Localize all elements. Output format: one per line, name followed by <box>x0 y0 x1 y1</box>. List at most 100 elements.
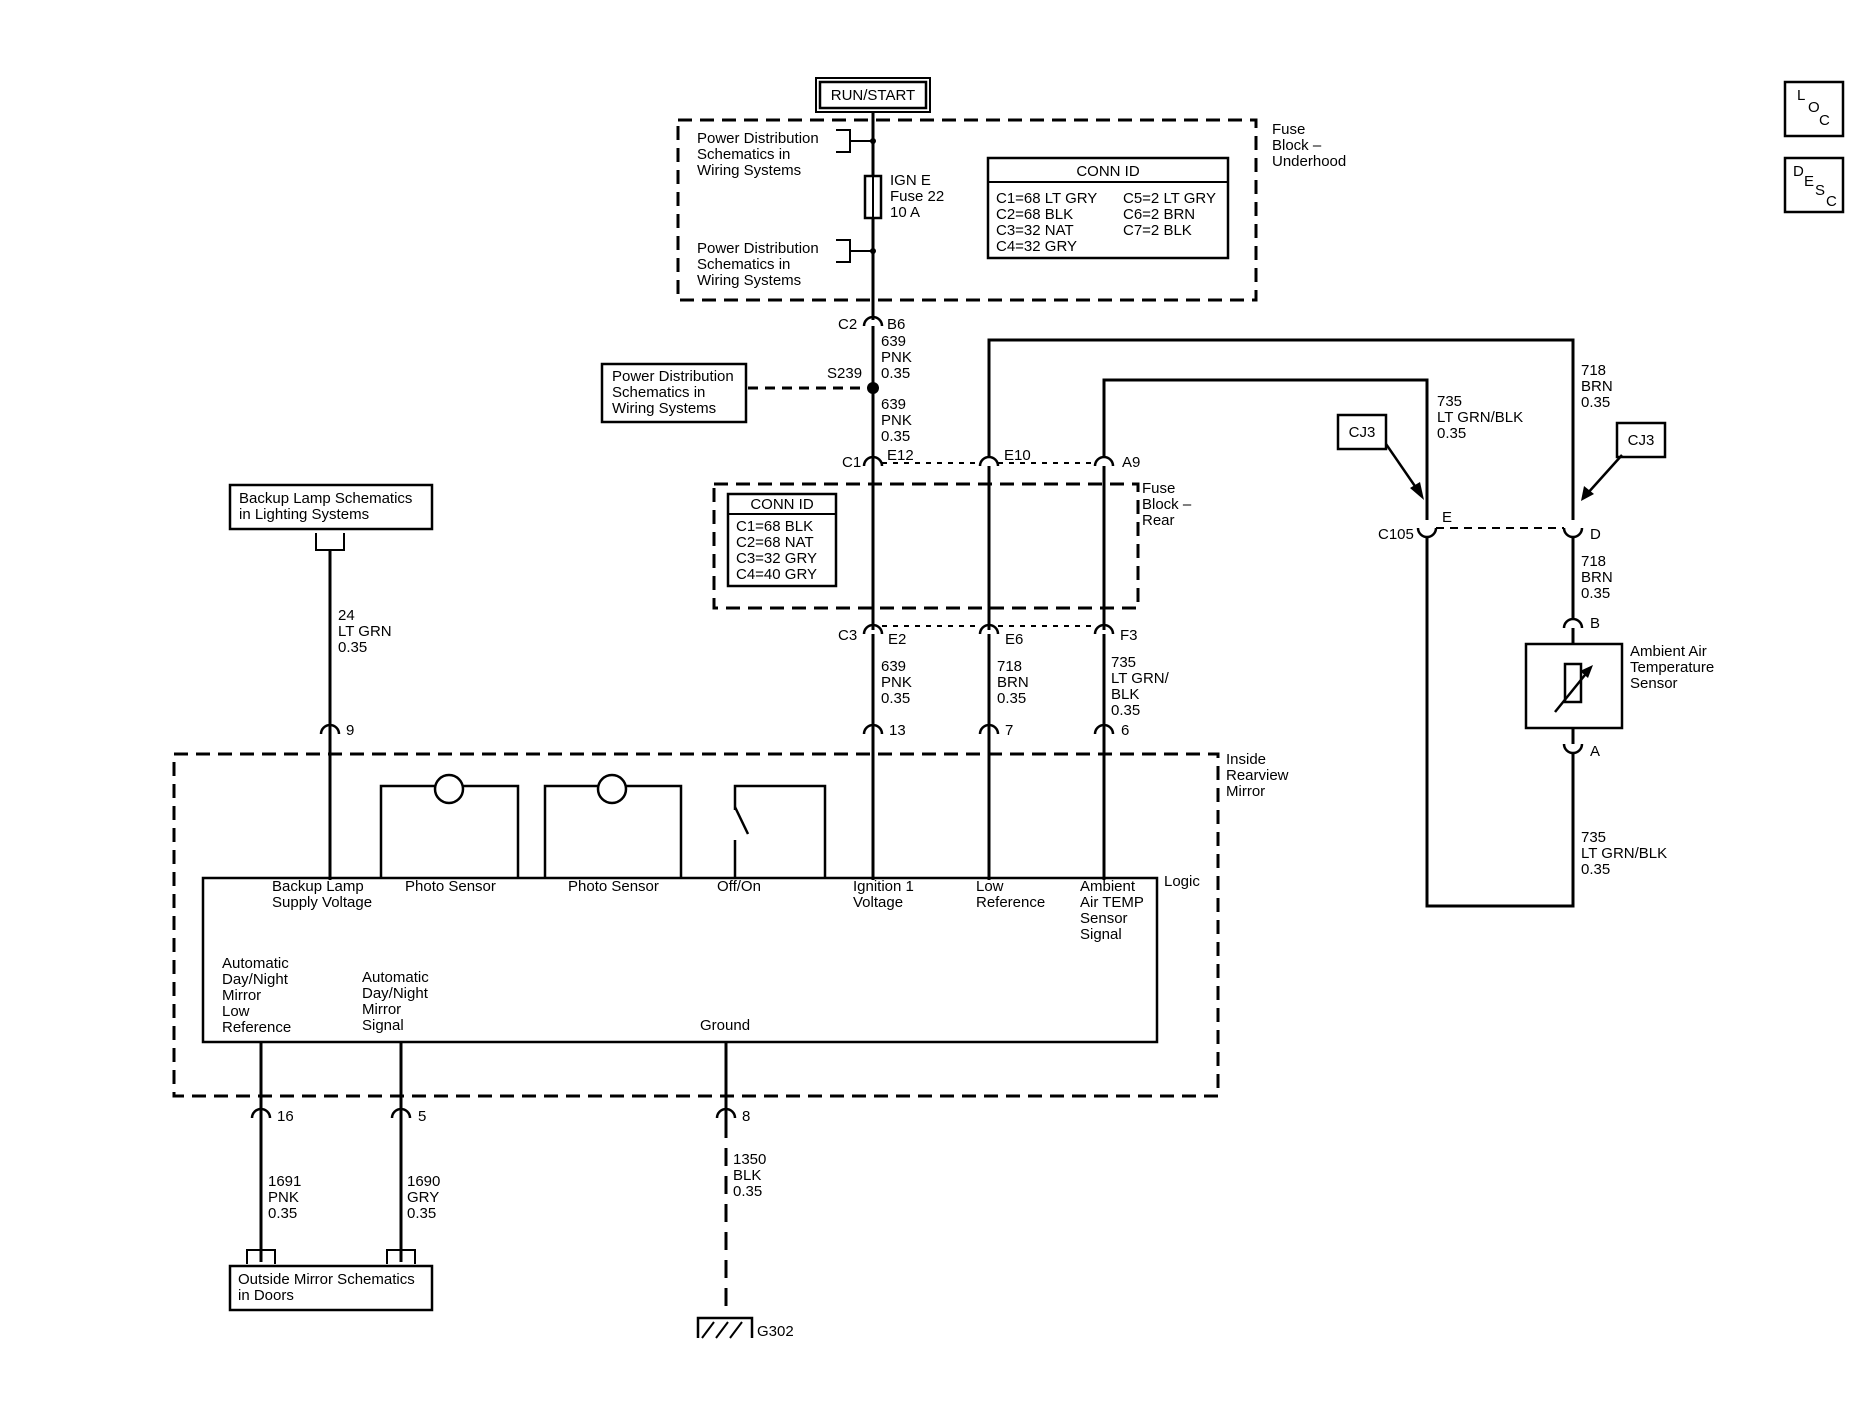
svg-text:in Lighting Systems: in Lighting Systems <box>239 506 369 523</box>
svg-text:LT GRN/BLK: LT GRN/BLK <box>1581 845 1667 862</box>
svg-text:Photo Sensor: Photo Sensor <box>568 878 659 895</box>
svg-text:Reference: Reference <box>222 1019 291 1036</box>
svg-text:E10: E10 <box>1004 447 1031 464</box>
svg-text:F3: F3 <box>1120 627 1138 644</box>
svg-text:Fuse: Fuse <box>1142 480 1175 497</box>
fuse-symbol: IGN E Fuse 22 10 A <box>863 172 944 221</box>
svg-text:5: 5 <box>418 1108 426 1125</box>
svg-text:Ignition 1: Ignition 1 <box>853 878 914 895</box>
connector-c1: C1 E12 E10 A9 <box>842 447 1140 471</box>
desc-letter: E <box>1804 173 1814 190</box>
loc-button[interactable]: L O C <box>1783 80 1845 138</box>
svg-text:718: 718 <box>1581 362 1606 379</box>
svg-text:E6: E6 <box>1005 631 1023 648</box>
run-start-label: RUN/START <box>831 87 915 104</box>
outside-mirror-reference: Outside Mirror Schematics in Doors <box>228 1249 434 1312</box>
svg-text:Rearview: Rearview <box>1226 767 1289 784</box>
svg-text:LT GRN/: LT GRN/ <box>1111 670 1170 687</box>
fuse-block-underhood-label: Fuse Block – Underhood <box>1272 121 1346 170</box>
pds-reference-upper: Power Distribution Schematics in Wiring … <box>697 129 876 179</box>
right-wire-labels: 735 LT GRN/BLK 0.35 718 BRN 0.35 <box>1437 362 1613 442</box>
svg-text:Sensor: Sensor <box>1080 910 1128 927</box>
ambient-air-temperature-sensor: B A Ambient Air Temperature Sensor <box>1524 615 1714 760</box>
fuse-block-underhood-outline <box>676 118 1258 302</box>
svg-text:Automatic: Automatic <box>362 969 429 986</box>
svg-text:CJ3: CJ3 <box>1628 432 1655 449</box>
svg-text:in Doors: in Doors <box>238 1287 294 1304</box>
svg-text:BLK: BLK <box>733 1167 761 1184</box>
svg-text:Ground: Ground <box>700 1017 750 1034</box>
wire-label: 0.35 <box>881 365 910 382</box>
svg-text:B: B <box>1590 615 1600 632</box>
svg-text:7: 7 <box>1005 722 1013 739</box>
wire-718-upper <box>987 338 1575 520</box>
svg-text:Rear: Rear <box>1142 512 1175 529</box>
wire-label: 639 <box>881 333 906 350</box>
cj3-label-left: CJ3 <box>1336 413 1424 500</box>
svg-text:C6=2 BRN: C6=2 BRN <box>1123 206 1195 223</box>
svg-text:E12: E12 <box>887 447 914 464</box>
fuse-label: Fuse 22 <box>890 188 944 205</box>
svg-text:C1=68 BLK: C1=68 BLK <box>736 518 813 535</box>
wire-label: 0.35 <box>338 639 367 656</box>
svg-text:0.35: 0.35 <box>733 1183 762 1200</box>
svg-text:Block –: Block – <box>1272 137 1322 154</box>
wire-735-bottom-labels: 735 LT GRN/BLK 0.35 <box>1581 829 1667 878</box>
sensor-label: Ambient Air <box>1630 643 1707 660</box>
svg-text:C3=32 NAT: C3=32 NAT <box>996 222 1074 239</box>
svg-text:A: A <box>1590 743 1600 760</box>
svg-text:Supply Voltage: Supply Voltage <box>272 894 372 911</box>
svg-text:Signal: Signal <box>362 1017 404 1034</box>
loc-letter: C <box>1819 112 1830 129</box>
connector-c3: C3 E2 E6 F3 <box>838 623 1138 648</box>
svg-text:Voltage: Voltage <box>853 894 903 911</box>
svg-text:0.35: 0.35 <box>1581 394 1610 411</box>
wire-label: 0.35 <box>881 428 910 445</box>
ground-label: G302 <box>757 1323 794 1340</box>
svg-text:Power Distribution: Power Distribution <box>697 240 819 257</box>
svg-text:Signal: Signal <box>1080 926 1122 943</box>
svg-text:16: 16 <box>277 1108 294 1125</box>
svg-text:C2=68 BLK: C2=68 BLK <box>996 206 1073 223</box>
svg-text:Mirror: Mirror <box>362 1001 401 1018</box>
connector-c2-b6: C2 B6 639 PNK 0.35 <box>838 315 912 480</box>
desc-button[interactable]: D E S C <box>1783 156 1845 214</box>
photo-sensor-1 <box>379 773 520 878</box>
svg-text:BRN: BRN <box>1581 569 1613 586</box>
ground-g302: G302 <box>696 1316 794 1340</box>
pds-reference-lower: Power Distribution Schematics in Wiring … <box>697 239 876 289</box>
sensor-label: Sensor <box>1630 675 1678 692</box>
wire-label: PNK <box>881 412 912 429</box>
svg-text:E: E <box>1442 509 1452 526</box>
svg-text:0.35: 0.35 <box>407 1205 436 1222</box>
svg-text:Photo Sensor: Photo Sensor <box>405 878 496 895</box>
svg-text:1691: 1691 <box>268 1173 301 1190</box>
sensor-label: Temperature <box>1630 659 1714 676</box>
fuse-block-rear-outline <box>712 482 1140 610</box>
svg-text:Backup Lamp Schematics: Backup Lamp Schematics <box>239 490 412 507</box>
svg-text:C3: C3 <box>838 627 857 644</box>
svg-text:0.35: 0.35 <box>1111 702 1140 719</box>
svg-text:Mirror: Mirror <box>1226 783 1265 800</box>
logic-label: Logic <box>1164 873 1200 890</box>
svg-text:718: 718 <box>1581 553 1606 570</box>
svg-text:C105: C105 <box>1378 526 1414 543</box>
desc-letter: D <box>1793 163 1804 180</box>
wire-label: 24 <box>338 607 355 624</box>
svg-text:0.35: 0.35 <box>997 690 1026 707</box>
svg-text:E2: E2 <box>888 631 906 648</box>
svg-text:Day/Night: Day/Night <box>222 971 289 988</box>
svg-text:735: 735 <box>1111 654 1136 671</box>
svg-text:0.35: 0.35 <box>1581 585 1610 602</box>
svg-text:C3=32 GRY: C3=32 GRY <box>736 550 817 567</box>
svg-text:Off/On: Off/On <box>717 878 761 895</box>
run-start-box: RUN/START <box>815 77 931 113</box>
svg-text:Block –: Block – <box>1142 496 1192 513</box>
bottom-wires: 16 5 8 1691 PNK 0.35 1690 GRY 0.35 1350 … <box>250 1042 766 1316</box>
svg-text:Low: Low <box>222 1003 250 1020</box>
wire-735-upper <box>1102 378 1429 520</box>
svg-text:Schematics in: Schematics in <box>697 146 790 163</box>
svg-text:6: 6 <box>1121 722 1129 739</box>
svg-text:CONN ID: CONN ID <box>1076 163 1140 180</box>
